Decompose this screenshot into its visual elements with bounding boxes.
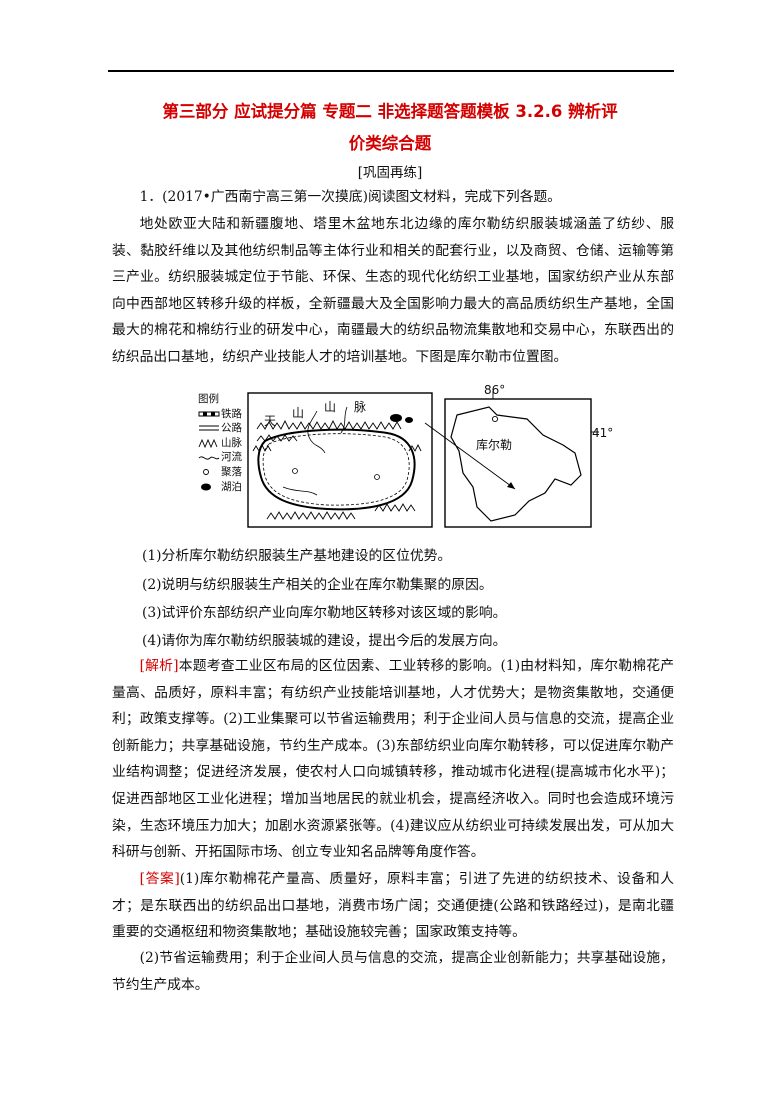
lake-mark <box>390 414 402 422</box>
answer-paragraph: [答案](1)库尔勒棉花产量高、质量好，原料丰富；引进了先进的纺织技术、设备和人… <box>112 866 674 946</box>
legend-label: 山脉 <box>221 436 242 449</box>
river-icon <box>198 453 220 463</box>
legend-item-railway: 铁路 <box>198 407 250 422</box>
mountain-icon <box>198 438 220 449</box>
question-material: 地处欧亚大陆和新疆腹地、塔里木盆地东北边缘的库尔勒纺织服装城涵盖了纺纱、服装、黏… <box>112 216 674 365</box>
mountain-label-3: 山 <box>324 400 337 414</box>
sub-question-1: (1)分析库尔勒纺织服装生产基地建设的区位优势。 <box>142 548 452 564</box>
answer-paragraph-2: (2)节省运输费用；利于企业间人员与信息的交流，提高企业创新能力；共享基础设施，… <box>112 950 674 993</box>
inset-map-frame <box>444 398 592 528</box>
pointer-arrowhead <box>507 482 515 489</box>
legend-item-settlement: 聚落 <box>198 465 250 480</box>
river-3 <box>282 486 318 496</box>
railway-loop <box>262 433 410 506</box>
top-rule <box>108 70 674 72</box>
regional-map-frame <box>247 392 433 528</box>
analysis-text: 本题考查工业区布局的区位因素、工业转移的影响。(1)由材料知，库尔勒棉花产量高、… <box>112 658 675 861</box>
title-line-1: 第三部分 应试提分篇 专题二 非选择题答题模板 3.2.6 辨析评 <box>162 102 618 121</box>
mountain-label-1: 天 <box>264 414 277 428</box>
road-icon <box>198 423 220 433</box>
page-title: 第三部分 应试提分篇 专题二 非选择题答题模板 3.2.6 辨析评 价类综合题 <box>110 96 670 160</box>
legend-label: 聚落 <box>221 465 242 478</box>
sub-question-2: (2)说明与纺织服装生产相关的企业在库尔勒集聚的原因。 <box>142 577 493 593</box>
question-intro: 1．(2017•广西南宁高三第一次摸底)阅读图文材料，完成下列各题。 <box>139 189 562 205</box>
title-line-2: 价类综合题 <box>348 134 432 153</box>
analysis-paragraph: [解析]本题考查工业区布局的区位因素、工业转移的影响。(1)由材料知，库尔勒棉花… <box>112 653 674 866</box>
latitude-label: 41° <box>592 426 614 440</box>
korla-city-dot <box>491 415 499 423</box>
mountain-label-4: 脉 <box>354 400 367 414</box>
railway-icon <box>198 409 220 419</box>
legend-item-road: 公路 <box>198 421 250 436</box>
river-1 <box>307 410 326 454</box>
legend-label: 河流 <box>221 451 242 464</box>
legend-item-lake: 湖泊 <box>198 480 250 495</box>
map-legend: 图例 铁路 公路 山脉 河流 聚落 湖泊 <box>198 392 250 494</box>
legend-item-mountain: 山脉 <box>198 436 250 451</box>
longitude-label: 86° <box>484 383 506 397</box>
legend-label: 铁路 <box>221 407 242 420</box>
legend-label: 湖泊 <box>221 480 242 493</box>
location-map <box>247 391 599 528</box>
river-2 <box>340 406 348 434</box>
legend-title: 图例 <box>198 393 219 405</box>
sub-question-3: (3)试评价东部纺织产业向库尔勒地区转移对该区域的影响。 <box>142 605 507 621</box>
mountain-label-2: 山 <box>292 406 305 420</box>
road-loop <box>257 428 416 511</box>
answer-tag: [答案] <box>139 871 180 887</box>
analysis-tag: [解析] <box>139 658 179 674</box>
legend-label: 公路 <box>221 422 242 435</box>
legend-item-river: 河流 <box>198 450 250 465</box>
pointer-line <box>424 422 516 490</box>
settlement-1 <box>292 468 298 474</box>
region-outline <box>450 406 582 522</box>
settlement-2 <box>374 474 380 480</box>
answer-text-1: (1)库尔勒棉花产量高、质量好，原料丰富；引进了先进的纺织技术、设备和人才；是东… <box>112 871 675 941</box>
section-subheading: [巩固再练] <box>357 165 423 181</box>
lake-icon <box>198 482 220 492</box>
sub-question-4: (4)请你为库尔勒纺织服装城的建设，提出今后的发展方向。 <box>142 633 507 649</box>
settlement-icon <box>198 467 220 477</box>
lake-mark-2 <box>405 417 413 423</box>
city-label: 库尔勒 <box>476 438 513 452</box>
